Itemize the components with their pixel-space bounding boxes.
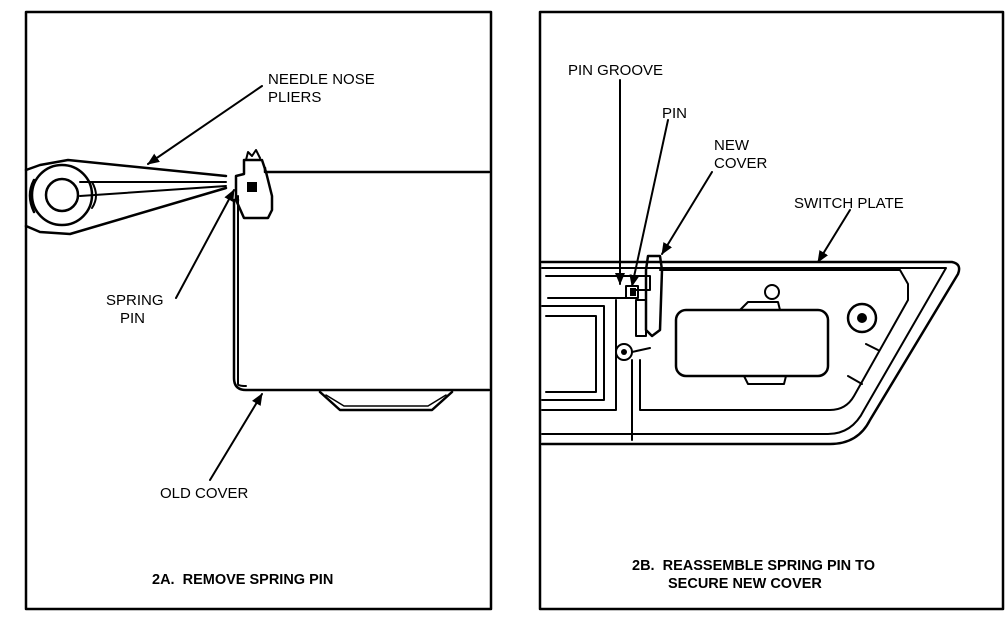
- old-cover-drawing: [232, 149, 491, 412]
- label-old-cover: OLD COVER: [160, 485, 249, 502]
- old-cover-leader: [209, 393, 263, 481]
- panel-2a: NEEDLE NOSE PLIERS SPRING PIN OLD COVER …: [24, 10, 493, 611]
- label-pliers: PLIERS: [268, 89, 321, 106]
- needle-nose-pliers-drawing: [24, 158, 228, 236]
- label-new-cover: COVER: [714, 155, 768, 172]
- caption-2b-line2: SECURE NEW COVER: [668, 576, 822, 592]
- pliers-leader: [147, 85, 263, 165]
- label-pin: PIN: [662, 105, 687, 122]
- spring-pin-leader: [175, 189, 235, 299]
- label-switch-plate: SWITCH PLATE: [794, 195, 904, 212]
- switch-plate-leader: [817, 209, 851, 263]
- panel-2b: PIN GROOVE PIN NEW COVER SWITCH PLATE 2B…: [538, 10, 1005, 611]
- label-spring-pin: PIN: [120, 310, 145, 327]
- new-cover-leader: [661, 171, 713, 255]
- label-needle-nose: NEEDLE NOSE: [268, 71, 375, 88]
- panel-2a-frame: [24, 10, 493, 611]
- label-spring: SPRING: [106, 292, 164, 309]
- panel-2b-frame: [538, 10, 1005, 611]
- label-pin-groove: PIN GROOVE: [568, 62, 663, 79]
- label-new: NEW: [714, 137, 750, 154]
- new-cover-drawing: [625, 254, 664, 338]
- pin-leader: [629, 119, 669, 287]
- caption-2a: 2A. REMOVE SPRING PIN: [152, 572, 333, 588]
- switch-plate-drawing: [540, 260, 961, 446]
- caption-2b-line1: 2B. REASSEMBLE SPRING PIN TO: [632, 558, 875, 574]
